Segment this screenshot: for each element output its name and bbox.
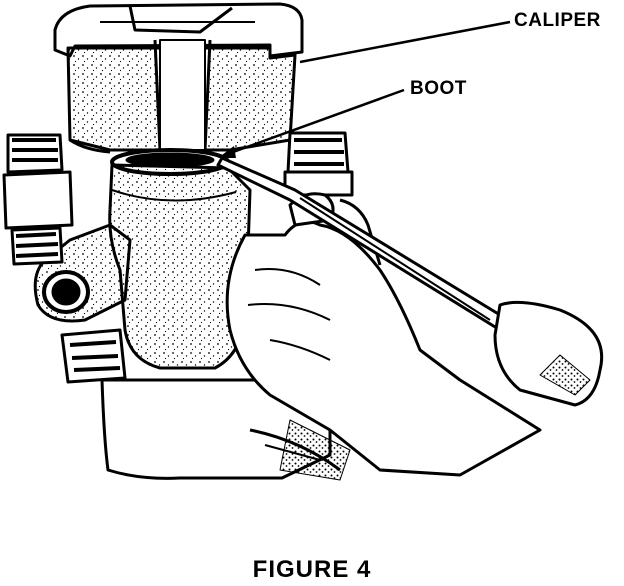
caliper-housing xyxy=(108,163,252,370)
figure-caption: FIGURE 4 xyxy=(252,556,372,583)
caliper-body xyxy=(66,39,297,154)
tool-handle xyxy=(493,300,604,407)
caliper-label: CALIPER xyxy=(514,10,601,31)
lower-support xyxy=(60,328,351,481)
left-fitting xyxy=(2,133,74,266)
leader-lines xyxy=(224,20,511,157)
boot-label: BOOT xyxy=(410,78,467,99)
caliper-leader-line xyxy=(299,20,511,64)
boot-leader-line xyxy=(224,88,405,157)
right-fitting xyxy=(283,131,354,197)
boot-arrowhead xyxy=(218,146,236,158)
